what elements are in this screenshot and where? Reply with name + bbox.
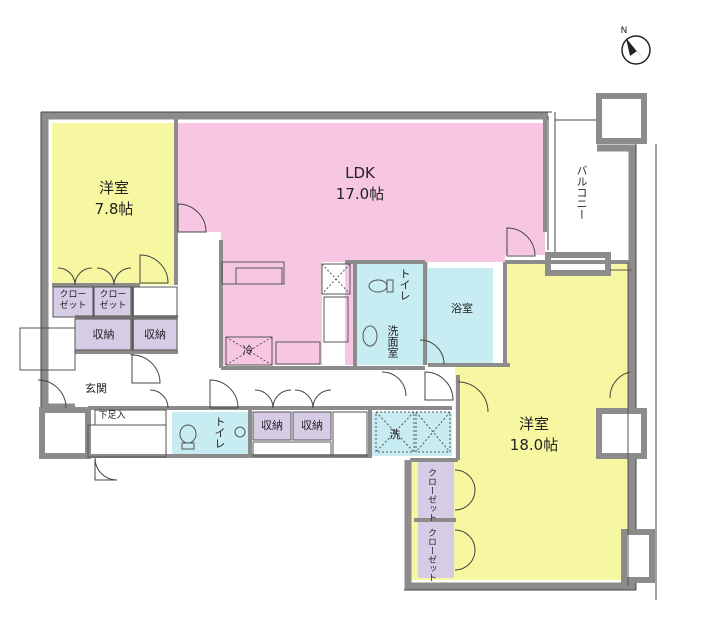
storage-1-label: 収納: [92, 328, 115, 341]
ldk-size: 17.0帖: [335, 185, 385, 203]
storage-4-label: 収納: [301, 419, 323, 432]
toilet-upper-label: トイレ: [398, 268, 411, 301]
toilet-lower-label: トイレ: [213, 416, 226, 449]
closet-1-label: クロー ゼット: [59, 290, 87, 311]
western-room-nw-fill: [52, 123, 176, 285]
western-room-se-fill: [410, 262, 630, 580]
storage-4-fill: [293, 412, 331, 440]
western-room-nw-size: 7.8帖: [94, 200, 134, 218]
toilet-upper-fill: [357, 264, 423, 309]
storage-2-label: 収納: [144, 328, 166, 341]
storage-3-label: 収納: [261, 419, 283, 432]
storage-3-fill: [253, 412, 291, 440]
closet-2-fill: [94, 287, 132, 317]
fixtures: [19, 261, 632, 586]
balcony-label: バルコニー: [575, 165, 588, 220]
washroom-label: 洗面室: [386, 325, 399, 358]
ldk-name: LDK: [345, 164, 375, 182]
shoe-box-label: 下足入: [98, 411, 126, 421]
closet-4-fill: [418, 522, 454, 578]
fridge-label: 冷: [242, 344, 254, 357]
washer-area-fill: [372, 412, 452, 456]
bathroom-label: 浴室: [451, 302, 473, 315]
closet-1-fill: [53, 287, 93, 317]
compass-letter: N: [620, 26, 628, 36]
western-room-se-name: 洋室: [518, 415, 549, 433]
closet-3-fill: [418, 462, 454, 518]
compass-icon: [621, 35, 651, 65]
closet-4-label: クローゼット: [426, 528, 436, 582]
washer-label: 洗: [389, 428, 401, 441]
western-room-se-size: 18.0帖: [509, 436, 559, 454]
bathroom-fill: [428, 268, 493, 363]
western-room-nw-name: 洋室: [98, 179, 129, 197]
entrance-label: 玄関: [85, 382, 107, 395]
ldk-fill: [178, 123, 545, 365]
door-swings: [37, 203, 631, 571]
closet-3-label: クローゼット: [426, 468, 436, 522]
storage-1-fill: [75, 319, 132, 350]
washroom-fill: [357, 309, 423, 365]
closet-2-label: クロー ゼット: [99, 290, 127, 311]
storage-2-fill: [133, 319, 177, 350]
outline: [40, 111, 657, 600]
